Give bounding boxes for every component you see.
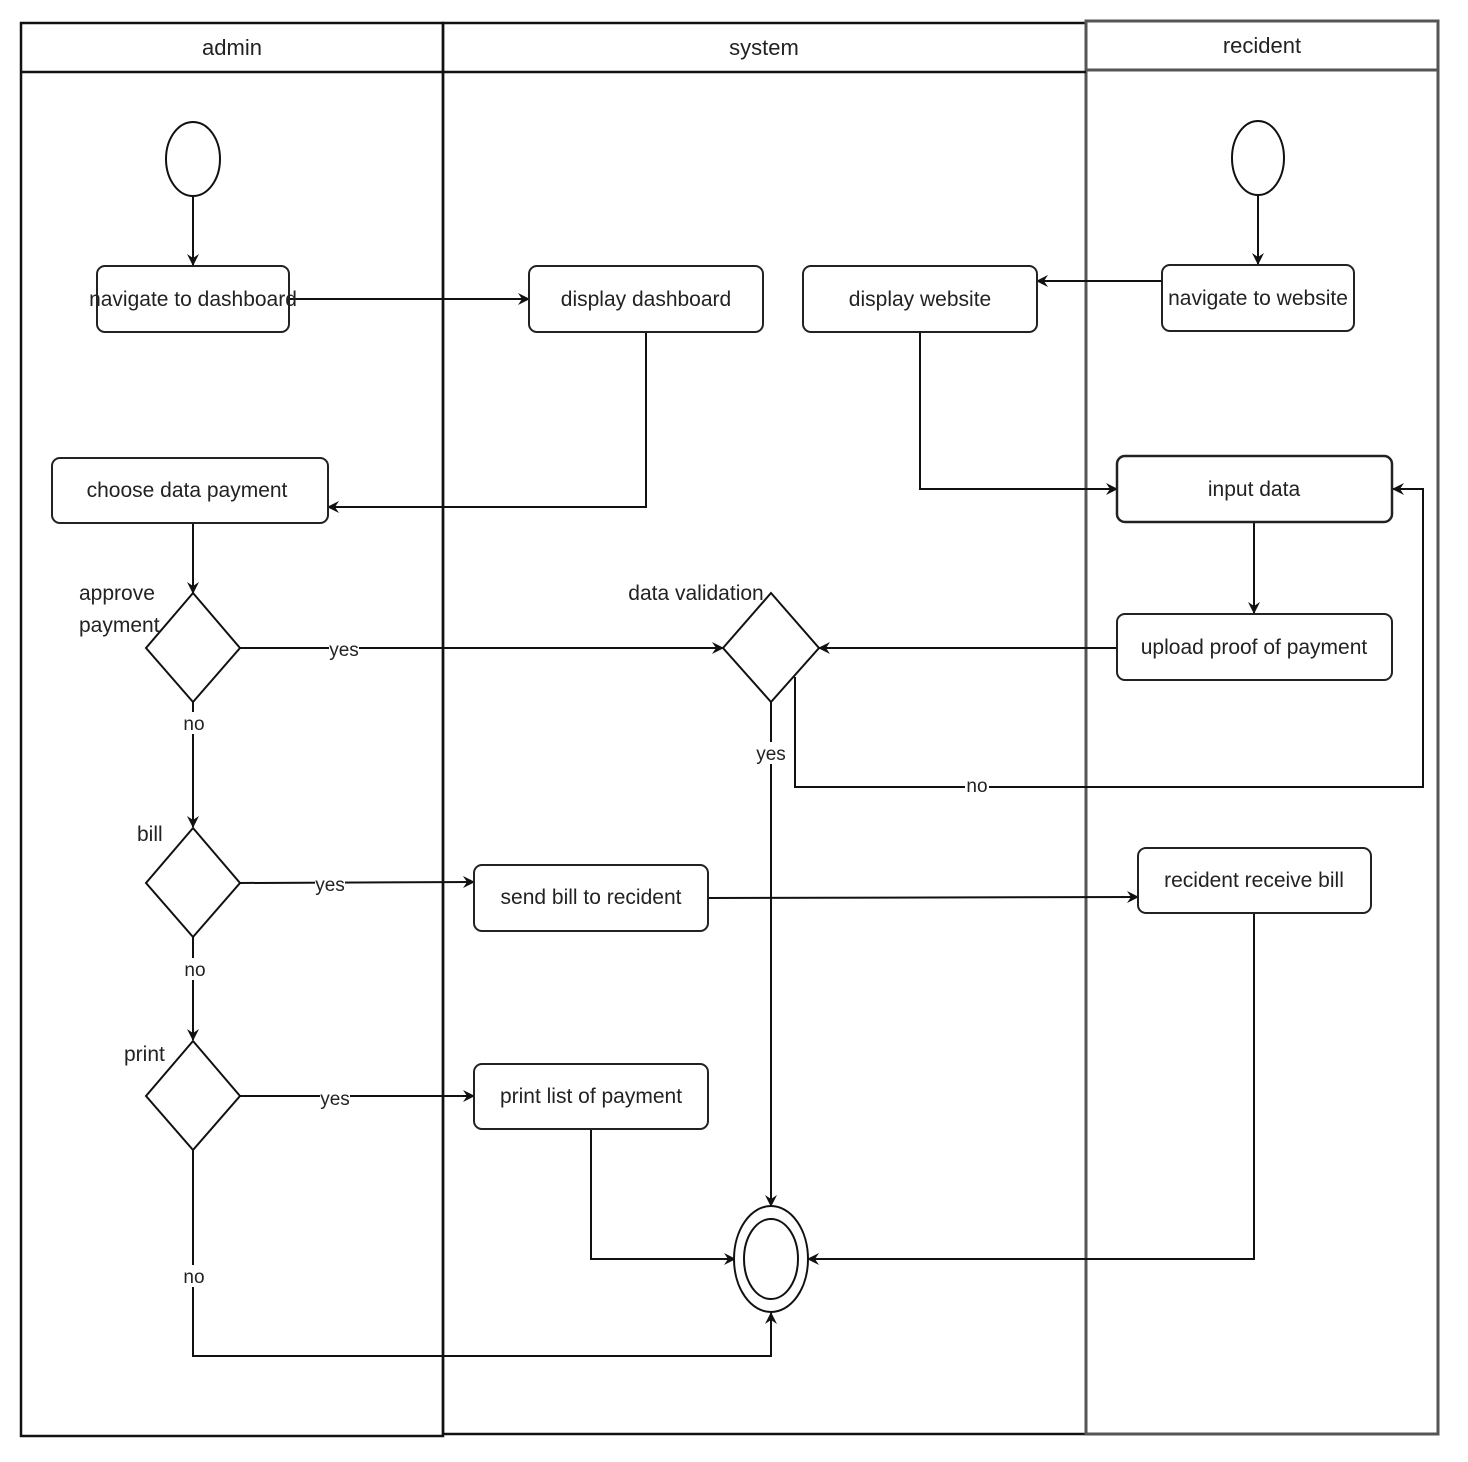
- approve-no-label: no: [183, 714, 204, 735]
- admin-start-node: [165, 121, 221, 197]
- print-no-label: no: [183, 1267, 204, 1288]
- svg-text:input data: input data: [1208, 478, 1301, 501]
- edge-labels: yes no yes no yes no yes no: [182, 638, 989, 1288]
- validation-yes-label: yes: [756, 744, 786, 765]
- print-yes-label: yes: [320, 1089, 350, 1110]
- svg-text:print list of payment: print list of payment: [500, 1085, 682, 1108]
- bill-decision: bill: [137, 823, 242, 939]
- display-dashboard-activity: display dashboard: [528, 265, 764, 333]
- svg-text:navigate to website: navigate to website: [1168, 287, 1348, 310]
- activities: navigate to dashboard display dashboard …: [51, 264, 1394, 1130]
- svg-text:upload proof of payment: upload proof of payment: [1141, 636, 1368, 659]
- edge-bill-yes-to-send-bill: [239, 876, 475, 889]
- print-decision: print: [124, 1039, 242, 1152]
- approve-yes-label: yes: [329, 640, 359, 661]
- send-bill-activity: send bill to recident: [473, 864, 709, 932]
- swimlanes: admin system recident: [19, 19, 1440, 1438]
- navigate-website-activity: navigate to website: [1161, 264, 1355, 332]
- admin-lane-title: admin: [202, 35, 262, 60]
- svg-text:send bill to recident: send bill to recident: [501, 886, 682, 909]
- svg-text:navigate to dashboard: navigate to dashboard: [89, 288, 297, 311]
- edge-display-dashboard-to-choose-data: [327, 332, 647, 513]
- edge-print-list-to-end: [590, 1129, 736, 1265]
- decisions: approve payment data validation bill pri…: [79, 582, 821, 1152]
- edge-send-bill-to-resident-receive: [707, 891, 1139, 904]
- svg-text:recident receive bill: recident receive bill: [1164, 869, 1344, 892]
- input-data-activity: input data: [1115, 454, 1394, 524]
- terminal-nodes: [165, 120, 1285, 1313]
- edge-print-no-to-end: [192, 1150, 777, 1357]
- edge-validation-no-to-input-data: [794, 483, 1424, 788]
- data-validation-decision: data validation: [628, 582, 821, 704]
- system-lane-title: system: [729, 35, 799, 60]
- choose-data-payment-activity: choose data payment: [51, 457, 329, 524]
- svg-text:choose data payment: choose data payment: [87, 479, 288, 502]
- svg-text:payment: payment: [79, 614, 160, 637]
- edges: [187, 195, 1424, 1357]
- bill-yes-label: yes: [315, 875, 345, 896]
- validation-no-label: no: [966, 776, 987, 797]
- resident-receive-bill-activity: recident receive bill: [1137, 847, 1372, 914]
- edge-resident-receive-to-end: [807, 913, 1255, 1265]
- admin-lane: [19, 21, 445, 1438]
- upload-proof-activity: upload proof of payment: [1116, 613, 1393, 681]
- edge-display-website-to-input-data: [919, 332, 1118, 495]
- display-website-activity: display website: [802, 265, 1038, 333]
- resident-lane-title: recident: [1223, 33, 1301, 58]
- print-list-activity: print list of payment: [473, 1063, 709, 1130]
- svg-text:display website: display website: [849, 288, 991, 311]
- approve-payment-decision: approve payment: [79, 582, 242, 704]
- svg-text:bill: bill: [137, 823, 163, 846]
- resident-start-node: [1231, 120, 1285, 196]
- bill-no-label: no: [184, 960, 205, 981]
- navigate-dashboard-activity: navigate to dashboard: [89, 265, 297, 333]
- end-node: [733, 1205, 809, 1313]
- resident-lane: [1084, 19, 1440, 1436]
- svg-text:approve: approve: [79, 582, 155, 605]
- svg-text:data validation: data validation: [628, 582, 763, 605]
- svg-text:print: print: [124, 1043, 165, 1066]
- svg-text:display dashboard: display dashboard: [561, 288, 731, 311]
